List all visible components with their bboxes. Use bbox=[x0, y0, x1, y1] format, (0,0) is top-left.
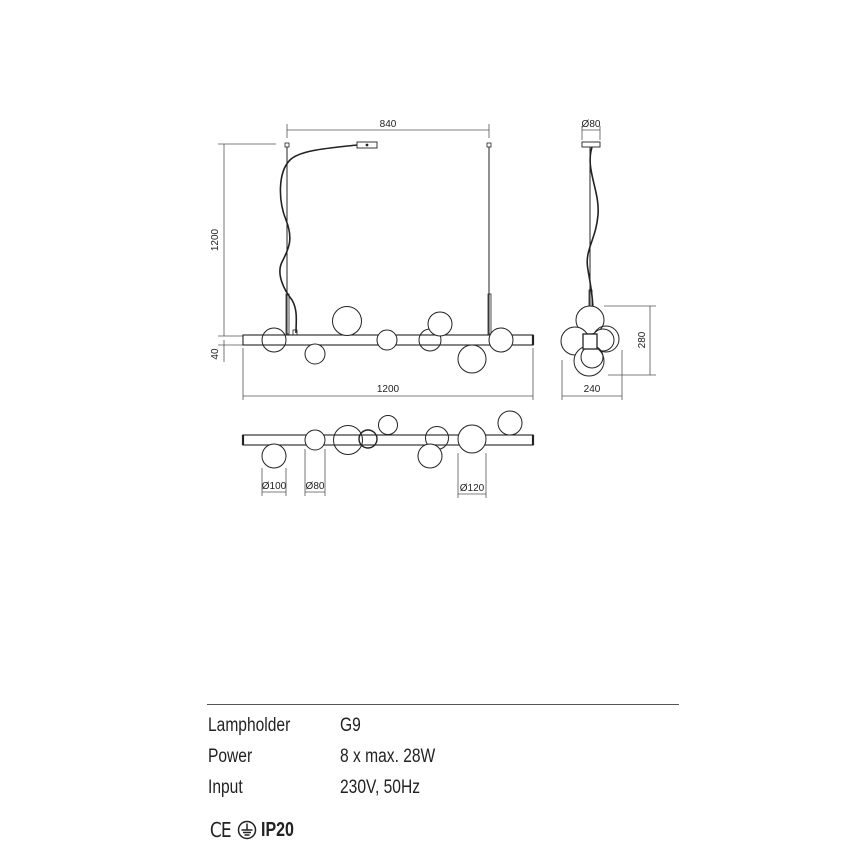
dim-1200-length: 1200 bbox=[377, 384, 400, 395]
ce-mark-icon: CE bbox=[209, 818, 232, 842]
dim-1200-height: 1200 bbox=[210, 228, 221, 251]
side-view bbox=[560, 126, 656, 400]
dim-40: 40 bbox=[210, 348, 221, 360]
spec-label: Lampholder bbox=[208, 714, 291, 736]
certification-marks: CE IP20 bbox=[208, 818, 302, 842]
spec-label: Power bbox=[208, 745, 253, 767]
protective-earth-icon bbox=[237, 820, 256, 840]
spec-divider bbox=[207, 704, 679, 705]
technical-drawing: 840 1200 40 1200 Ø80 280 240 Ø100 Ø80 Ø1… bbox=[210, 119, 656, 498]
dim-840: 840 bbox=[380, 119, 397, 130]
ip-rating: IP20 bbox=[260, 818, 294, 841]
dim-globe-80: Ø80 bbox=[306, 481, 325, 492]
spec-value: 230V, 50Hz bbox=[340, 776, 421, 798]
dim-canopy-diameter: Ø80 bbox=[582, 119, 601, 130]
dim-280: 280 bbox=[637, 331, 648, 348]
spec-row-input: Input 230V, 50Hz bbox=[208, 772, 435, 803]
spec-row-power: Power 8 x max. 28W bbox=[208, 741, 435, 772]
spec-label: Input bbox=[208, 776, 243, 798]
spec-value: G9 bbox=[340, 714, 361, 736]
spec-table: Lampholder G9 Power 8 x max. 28W Input 2… bbox=[208, 710, 485, 803]
spec-row-lampholder: Lampholder G9 bbox=[208, 710, 435, 741]
spec-value: 8 x max. 28W bbox=[340, 745, 436, 767]
dim-240: 240 bbox=[584, 384, 601, 395]
dim-globe-100: Ø100 bbox=[262, 481, 287, 492]
dim-globe-120: Ø120 bbox=[460, 483, 485, 494]
front-view bbox=[218, 124, 535, 400]
top-view bbox=[241, 410, 535, 498]
